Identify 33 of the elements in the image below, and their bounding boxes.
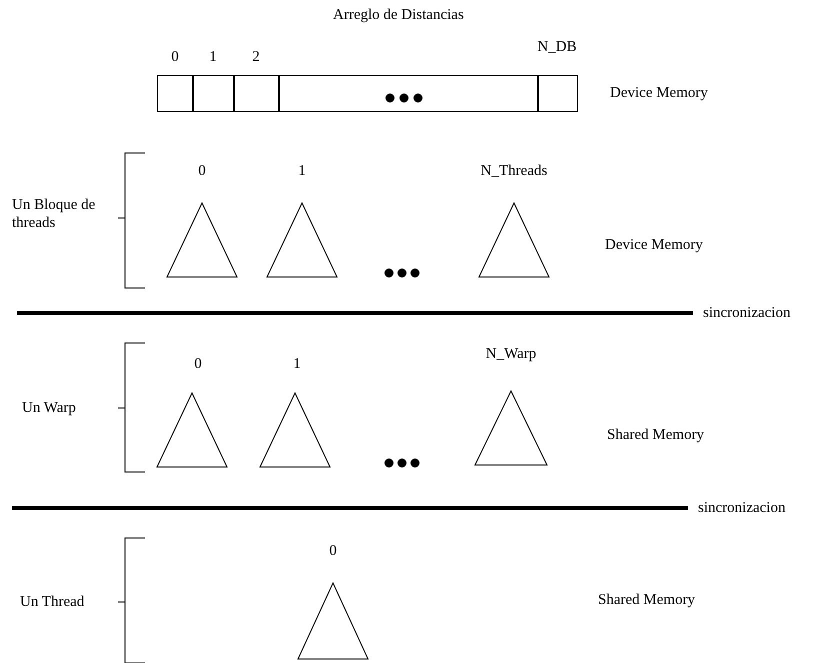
thread-triangle [478,202,550,278]
array-cell [538,75,578,112]
label-text: Device Memory [610,84,708,102]
array-cell [234,75,278,112]
label-text: sincronizacion [703,304,790,322]
label-text: sincronizacion [698,499,786,517]
label-text: Un Warp [22,399,76,417]
index-label: N_Warp [486,345,536,363]
label-text: Un Thread [20,593,84,611]
index-label: 2 [252,48,260,66]
thread-triangle [259,392,331,468]
index-label: 1 [293,355,301,373]
label-text: Shared Memory [598,591,696,609]
thread-triangle [266,202,338,278]
thread-triangle [474,390,548,466]
thread-triangle [156,392,228,468]
index-label: 1 [298,162,306,180]
title: Arreglo de Distancias [333,6,464,24]
label-text: Shared Memory [607,426,704,444]
label-text: Device Memory [605,236,703,254]
thread-triangle [297,582,369,660]
index-label: 0 [194,355,202,373]
index-label: 0 [329,542,337,560]
index-label: 0 [198,162,206,180]
index-label: 0 [171,48,179,66]
thread-triangle [166,202,238,278]
array-cell [278,75,538,112]
array-cell [156,75,192,112]
label-text: Un Bloque de threads [12,196,96,232]
index-label: N_DB [537,38,577,56]
index-label: N_Threads [480,162,548,180]
index-label: 1 [209,48,217,66]
array-cell [192,75,234,112]
